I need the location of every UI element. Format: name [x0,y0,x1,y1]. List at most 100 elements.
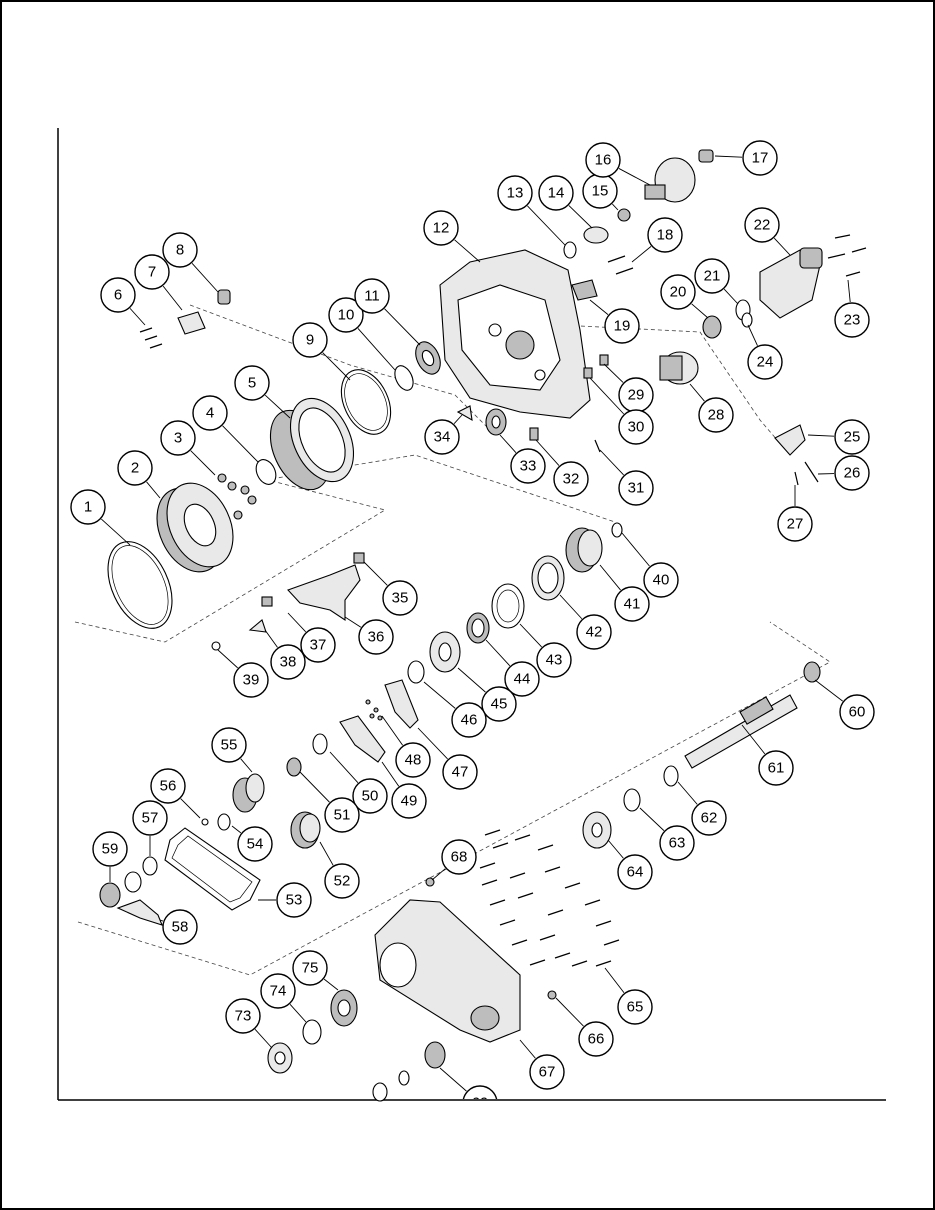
callout-circle-16 [585,142,621,178]
callout-number-7: 7 [148,264,156,281]
callout-50: 50 [352,778,388,814]
callout-number-24: 24 [757,354,774,371]
callout-75: 75 [292,950,328,986]
leader-line-35 [363,561,388,586]
callout-circle-67 [529,1054,565,1090]
callout-circle-73 [225,998,261,1034]
callout-circle-55 [211,727,247,763]
callout-number-37: 37 [310,637,327,654]
part-ring-57 [142,856,158,876]
callout-number-15: 15 [592,183,609,200]
callout-circle-12 [423,210,459,246]
leader-line-37 [287,612,307,633]
callout-number-52: 52 [334,873,351,890]
callout-circle-18 [647,217,683,253]
leader-line-19 [589,299,609,315]
callout-37: 37 [300,627,336,663]
callout-circle-22 [744,207,780,243]
callout-circle-26 [834,455,870,491]
leader-line-54 [231,825,242,834]
callout-number-25: 25 [844,429,861,446]
callout-number-29: 29 [628,387,645,404]
callout-74: 74 [260,973,296,1009]
callout-4: 4 [192,395,228,431]
leader-line-17 [714,155,743,158]
part-fork-47 [384,679,419,729]
callout-circle-34 [424,419,460,455]
part-bearing-59 [99,882,121,908]
part-ring-56 [201,818,209,826]
callout-number-19: 19 [614,318,631,335]
callout-40: 40 [643,562,679,598]
callout-circle-36 [358,619,394,655]
callout-circle-42 [576,614,612,650]
callout-number-40: 40 [653,572,670,589]
callout-20: 20 [660,274,696,310]
callout-11: 11 [354,278,390,314]
callout-number-66: 66 [588,1031,605,1048]
callout-circle-66 [578,1021,614,1057]
part-bolts-23 [827,234,867,277]
part-rear-case-67 [374,899,521,1043]
part-drum-5 [269,397,355,491]
callout-number-27: 27 [787,516,804,533]
group-outline-right [559,324,791,456]
leader-lines [101,155,851,1092]
callout-58: 58 [162,909,198,945]
callout-65: 65 [617,989,653,1025]
callout-number-73: 73 [235,1008,252,1025]
part-plug-66 [547,990,557,1000]
callout-circle-53 [276,882,312,918]
callout-63: 63 [659,825,695,861]
part-ring-63 [623,788,641,812]
callout-17: 17 [742,140,778,176]
part-seal-33 [485,408,507,436]
callout-9: 9 [292,322,328,358]
callout-circle-9 [292,322,328,358]
callout-circle-19 [604,308,640,344]
leader-line-55 [240,758,253,773]
callout-number-65: 65 [627,999,644,1016]
leader-line-24 [747,324,758,346]
callout-number-64: 64 [627,864,644,881]
callout-number-2: 2 [131,460,139,477]
callout-42: 42 [576,614,612,650]
callout-number-14: 14 [548,185,565,202]
callout-number-41: 41 [624,596,641,613]
callout-circle-63 [659,825,695,861]
callout-14: 14 [538,175,574,211]
callout-61: 61 [758,750,794,786]
callout-circle-74 [260,973,296,1009]
leader-line-11 [384,308,421,346]
part-ring-4 [255,459,277,485]
callout-circle-28 [698,397,734,433]
leader-line-13 [527,205,566,246]
leader-line-40 [621,532,650,567]
group-outline-left [74,479,387,643]
leader-line-14 [568,205,593,229]
leader-line-50 [329,751,359,783]
callout-21: 21 [694,258,730,294]
leader-line-32 [535,439,560,466]
part-bearing-44 [466,612,490,644]
part-ring-43 [491,583,525,629]
callout-circle-47 [442,754,478,790]
callout-number-44: 44 [514,671,531,688]
callout-number-51: 51 [334,807,351,824]
callout-number-4: 4 [206,405,214,422]
leader-line-36 [344,616,362,628]
callout-22: 22 [744,207,780,243]
callout-26: 26 [834,455,870,491]
callout-circle-35 [382,580,418,616]
callout-number-57: 57 [142,810,159,827]
callout-number-69: 69 [472,1095,489,1112]
callout-38: 38 [270,644,306,680]
callout-circle-23 [834,302,870,338]
leader-line-34 [453,414,463,424]
leader-line-23 [847,279,851,303]
callout-number-43: 43 [546,652,563,669]
part-bearing-60 [803,661,821,683]
part-ring-74 [302,1019,322,1045]
callout-number-5: 5 [248,375,256,392]
